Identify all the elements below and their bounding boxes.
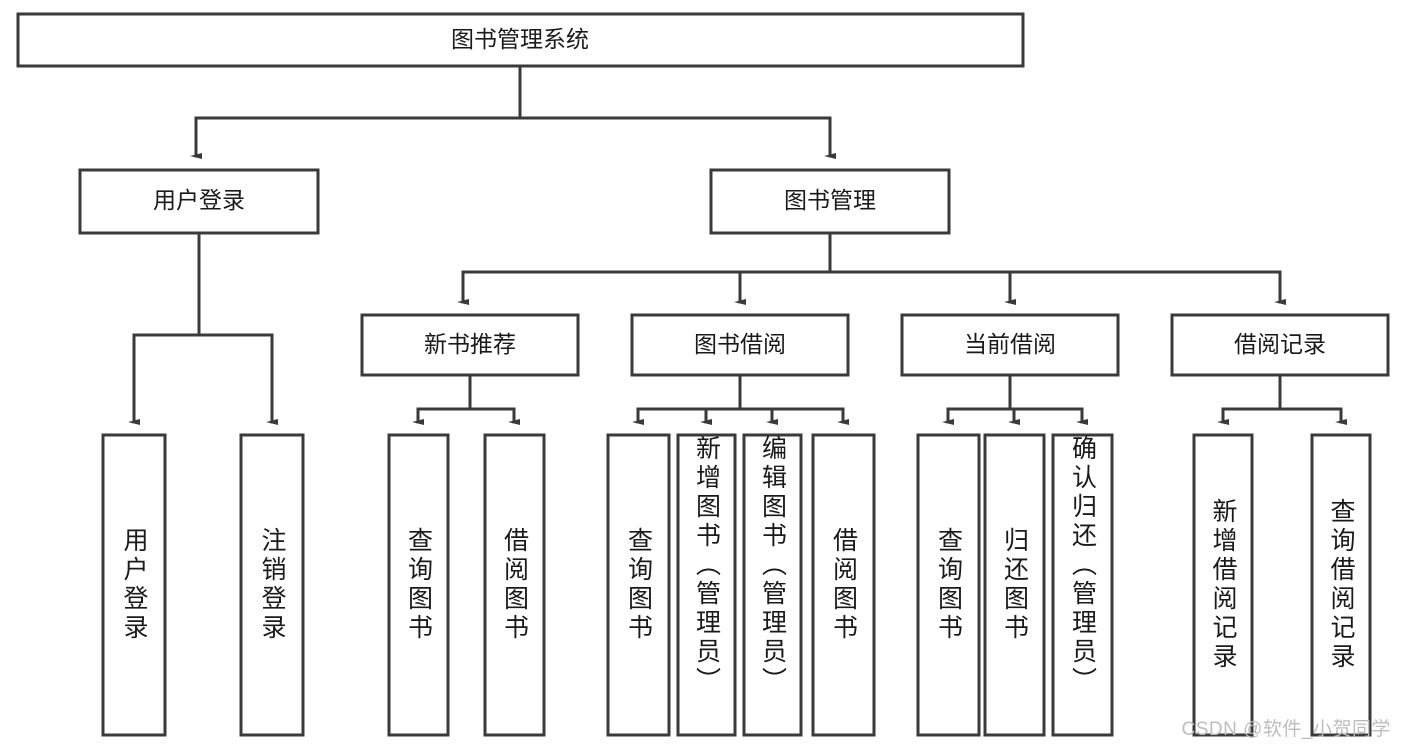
leaf-box-add-record[interactable] <box>1192 433 1254 737</box>
node-borrow-record-label: 借阅记录 <box>1234 331 1326 357</box>
connector-newbook-to-leaves <box>412 373 520 425</box>
leaf-box-query-record[interactable] <box>1310 433 1372 737</box>
watermark-text: CSDN @软件_小贺同学 <box>1181 719 1391 740</box>
leaf-box-confirm-return[interactable] <box>1051 433 1114 737</box>
leaf-box-logout-login[interactable] <box>239 433 305 737</box>
leaf-box-add-book[interactable] <box>676 433 737 737</box>
node-new-book-recommend[interactable] <box>360 313 580 377</box>
leaf-box-edit-book[interactable] <box>742 433 803 737</box>
node-new-book-recommend-label: 新书推荐 <box>424 331 516 357</box>
node-root[interactable] <box>16 12 1025 68</box>
leaf-box-borrow-book-1[interactable] <box>483 433 546 737</box>
connector-currentborrow-to-leaves <box>942 373 1088 425</box>
node-book-management[interactable] <box>709 168 951 235</box>
leaf-box-query-book-3[interactable] <box>916 433 981 737</box>
connector-root-to-level2 <box>190 64 836 159</box>
node-book-borrow[interactable] <box>630 313 850 377</box>
leaf-box-borrow-book-2[interactable] <box>811 433 876 737</box>
node-user-login[interactable] <box>78 168 320 235</box>
connector-bookmgmt-to-level3 <box>457 231 1286 305</box>
leaf-box-query-book-1[interactable] <box>387 433 450 737</box>
connector-userlogin-to-leaves <box>128 231 278 425</box>
leaf-box-query-book-2[interactable] <box>606 433 671 737</box>
node-current-borrow[interactable] <box>900 313 1120 377</box>
node-book-borrow-label: 图书借阅 <box>694 331 786 357</box>
leaf-box-user-login[interactable] <box>101 433 167 737</box>
node-user-login-label: 用户登录 <box>153 187 245 213</box>
connector-bookborrow-to-leaves <box>632 373 849 425</box>
leaf-box-return-book[interactable] <box>983 433 1046 737</box>
node-book-management-label: 图书管理 <box>784 187 876 213</box>
node-current-borrow-label: 当前借阅 <box>964 331 1056 357</box>
node-root-label: 图书管理系统 <box>451 26 589 52</box>
node-borrow-record[interactable] <box>1170 313 1390 377</box>
connector-borrowrecord-to-leaves <box>1217 373 1347 425</box>
